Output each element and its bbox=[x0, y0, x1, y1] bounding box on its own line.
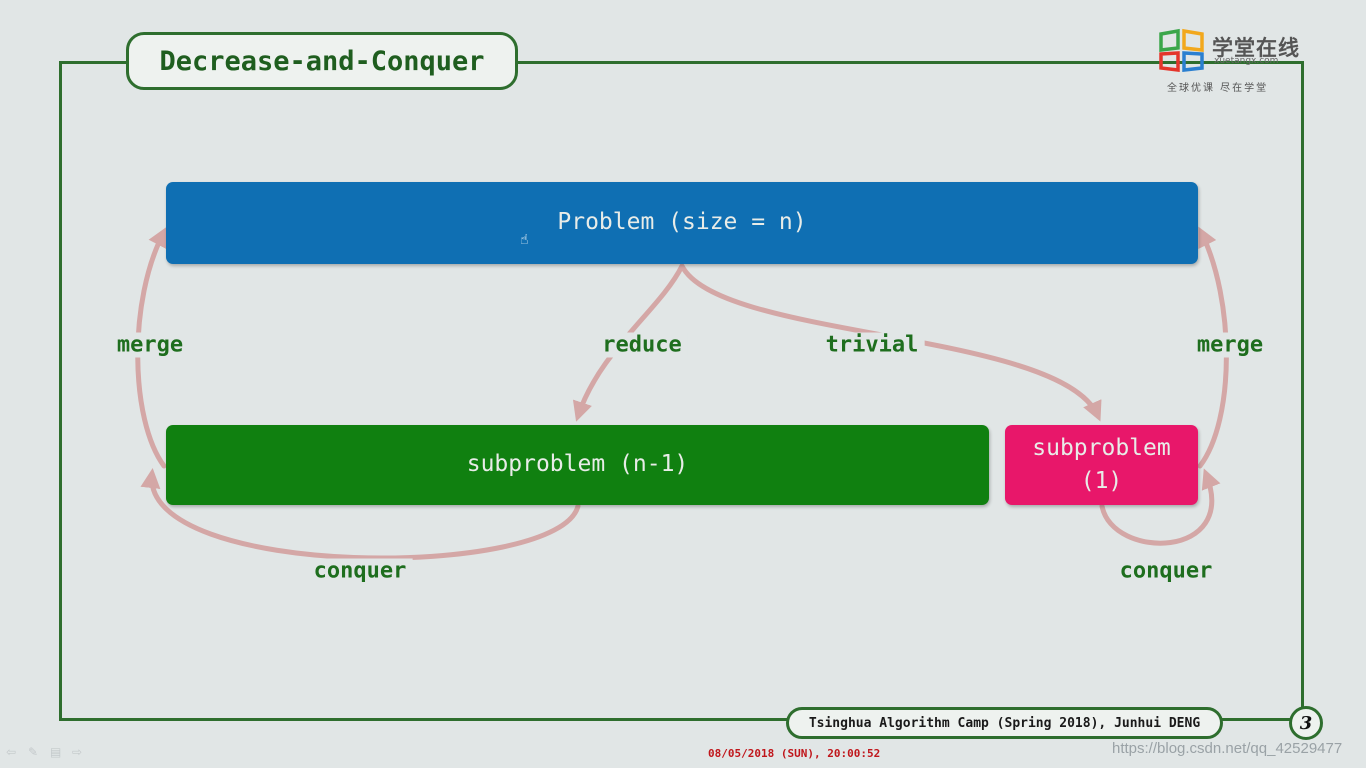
hand-cursor-icon: ☝ bbox=[520, 232, 529, 248]
conquer-left-label: conquer bbox=[307, 558, 413, 584]
menu-icon[interactable]: ▤ bbox=[50, 745, 62, 759]
footer-credit: Tsinghua Algorithm Camp (Spring 2018), J… bbox=[786, 707, 1223, 739]
trivial-label: trivial bbox=[819, 332, 925, 358]
logo-slogan: 全球优课 尽在学堂 bbox=[1167, 83, 1269, 94]
conquer-right-arrow bbox=[1099, 468, 1221, 546]
problem-box: Problem (size = n) bbox=[166, 182, 1198, 264]
reduce-label: reduce bbox=[596, 332, 688, 358]
slide-title: Decrease-and-Conquer bbox=[126, 32, 518, 90]
pen-icon[interactable]: ✎ bbox=[28, 745, 39, 759]
subproblem-n-1-box: subproblem (n-1) bbox=[166, 425, 989, 505]
merge-left-label: merge bbox=[110, 332, 190, 358]
conquer-left-arrow bbox=[140, 468, 581, 561]
slideshow-toolbar: ⇦ ✎ ▤ ⇨ bbox=[6, 746, 86, 758]
xuetangx-logo: 学堂在线 xuetangx.com 全球优课 尽在学堂 bbox=[1158, 28, 1318, 98]
forward-arrow-icon[interactable]: ⇨ bbox=[72, 745, 83, 759]
logo-icon bbox=[1159, 28, 1204, 72]
conquer-right-label: conquer bbox=[1113, 558, 1219, 584]
back-arrow-icon[interactable]: ⇦ bbox=[6, 745, 17, 759]
recording-timestamp: 08/05/2018 (SUN), 20:00:52 bbox=[708, 747, 881, 760]
slide-frame bbox=[59, 61, 1304, 721]
page-number: 3 bbox=[1289, 706, 1323, 740]
logo-url: xuetangx.com bbox=[1214, 56, 1279, 66]
subproblem-1-box: subproblem (1) bbox=[1005, 425, 1198, 505]
logo-name: 学堂在线 bbox=[1212, 36, 1300, 60]
watermark-url: https://blog.csdn.net/qq_42529477 bbox=[1112, 740, 1343, 757]
merge-right-label: merge bbox=[1190, 332, 1270, 358]
